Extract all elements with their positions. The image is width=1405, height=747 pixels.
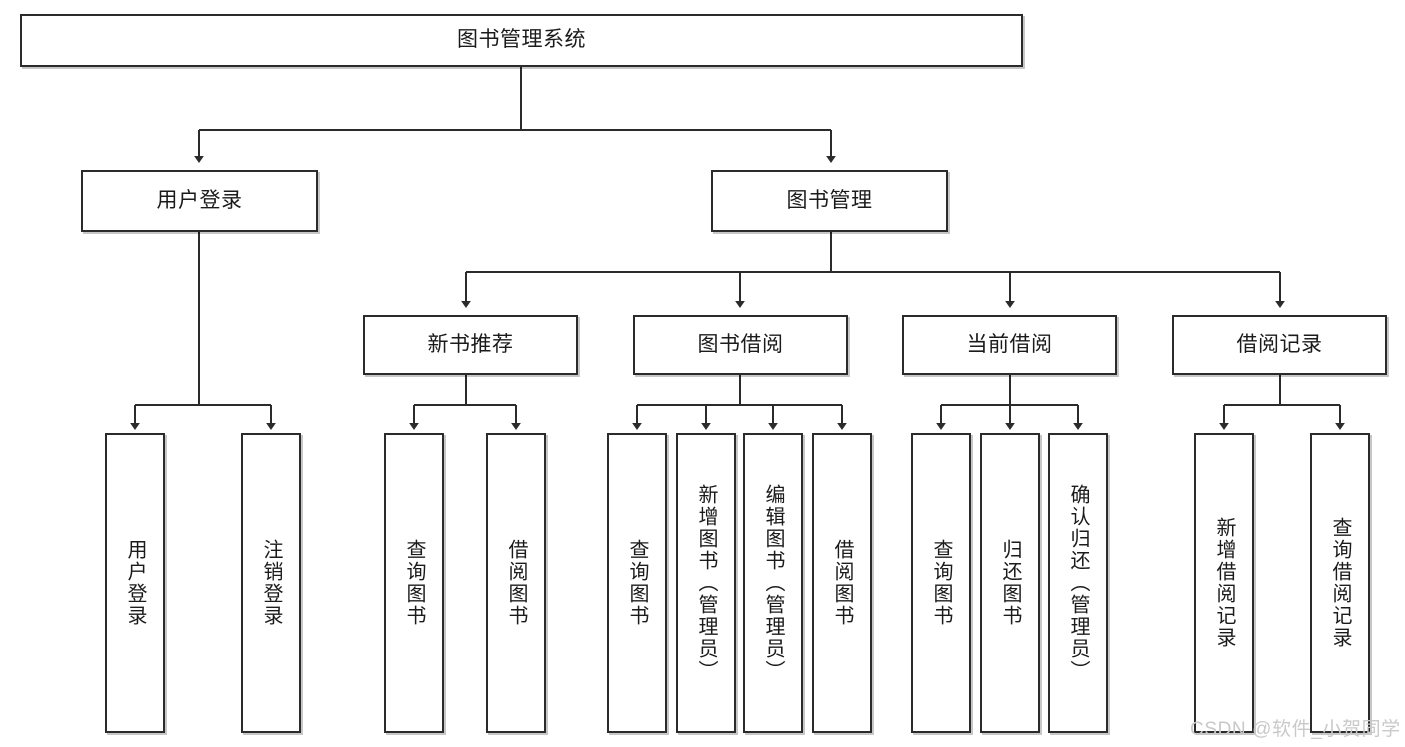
node-leaf-new-book-query[interactable]: 查询图书 bbox=[384, 433, 444, 733]
node-leaf-label: 借阅图书 bbox=[505, 539, 527, 627]
node-leaf-label: 归还图书 bbox=[999, 539, 1021, 627]
node-leaf-label: 查询图书 bbox=[403, 539, 425, 627]
node-book-management[interactable]: 图书管理 bbox=[711, 170, 948, 232]
node-leaf-current-borrow-confirm-return[interactable]: 确认归还（管理员） bbox=[1048, 433, 1108, 733]
node-root-book-management-system[interactable]: 图书管理系统 bbox=[20, 14, 1023, 67]
node-leaf-book-borrow-borrow[interactable]: 借阅图书 bbox=[812, 433, 872, 733]
node-leaf-book-borrow-edit[interactable]: 编辑图书（管理员） bbox=[743, 433, 803, 733]
node-leaf-label: 确认归还（管理员） bbox=[1067, 484, 1089, 682]
node-leaf-book-borrow-query[interactable]: 查询图书 bbox=[607, 433, 667, 733]
node-root-label: 图书管理系统 bbox=[457, 28, 586, 52]
node-leaf-label: 编辑图书（管理员） bbox=[762, 484, 784, 682]
node-leaf-current-borrow-return[interactable]: 归还图书 bbox=[980, 433, 1040, 733]
node-leaf-label: 查询借阅记录 bbox=[1329, 517, 1351, 649]
node-borrow-record[interactable]: 借阅记录 bbox=[1172, 315, 1387, 375]
node-leaf-user-login-login[interactable]: 用户登录 bbox=[105, 433, 165, 733]
node-leaf-borrow-record-query[interactable]: 查询借阅记录 bbox=[1310, 433, 1370, 733]
node-leaf-user-login-logout[interactable]: 注销登录 bbox=[241, 433, 301, 733]
node-new-book-recommend-label: 新书推荐 bbox=[427, 332, 514, 356]
node-leaf-new-book-borrow[interactable]: 借阅图书 bbox=[486, 433, 546, 733]
node-leaf-label: 新增图书（管理员） bbox=[695, 484, 717, 682]
node-borrow-record-label: 借阅记录 bbox=[1236, 332, 1323, 356]
node-leaf-label: 查询图书 bbox=[930, 539, 952, 627]
node-leaf-label: 新增借阅记录 bbox=[1213, 517, 1235, 649]
node-book-borrow-label: 图书借阅 bbox=[697, 332, 784, 356]
node-book-management-label: 图书管理 bbox=[786, 188, 873, 212]
node-user-login[interactable]: 用户登录 bbox=[81, 170, 318, 232]
node-leaf-book-borrow-add[interactable]: 新增图书（管理员） bbox=[676, 433, 736, 733]
node-book-borrow[interactable]: 图书借阅 bbox=[633, 315, 848, 375]
node-current-borrow-label: 当前借阅 bbox=[966, 332, 1053, 356]
node-current-borrow[interactable]: 当前借阅 bbox=[902, 315, 1117, 375]
node-leaf-current-borrow-query[interactable]: 查询图书 bbox=[911, 433, 971, 733]
node-leaf-label: 借阅图书 bbox=[831, 539, 853, 627]
node-leaf-label: 注销登录 bbox=[260, 539, 282, 627]
node-new-book-recommend[interactable]: 新书推荐 bbox=[363, 315, 578, 375]
node-leaf-borrow-record-add[interactable]: 新增借阅记录 bbox=[1194, 433, 1254, 733]
node-user-login-label: 用户登录 bbox=[156, 188, 243, 212]
node-leaf-label: 查询图书 bbox=[626, 539, 648, 627]
node-leaf-label: 用户登录 bbox=[124, 539, 146, 627]
